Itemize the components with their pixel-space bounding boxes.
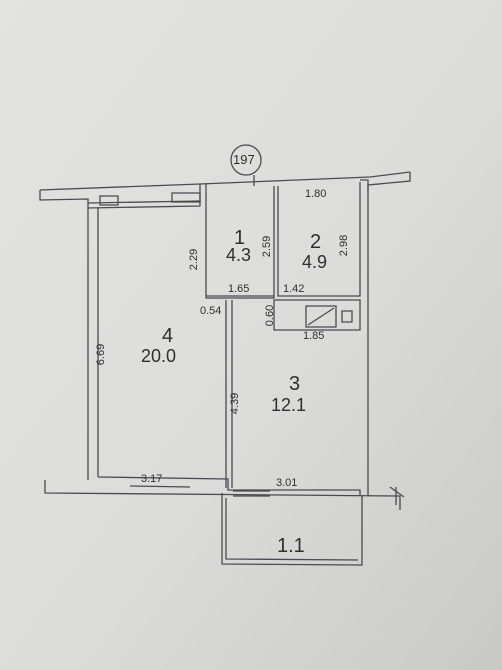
dimension-1-80: 1.80: [305, 188, 327, 200]
room-1-walls: [205, 184, 275, 299]
room-1-number: 1: [234, 227, 246, 249]
partition-left: [225, 300, 233, 488]
outer-wall-top: [39, 171, 411, 191]
bath-fixture: [305, 305, 337, 328]
window-center-top: [171, 192, 201, 203]
top-window-lines: [87, 200, 201, 204]
axis-tick: [389, 486, 405, 505]
room-3-number: 3: [289, 373, 301, 395]
axis-marker-label: 197: [233, 152, 255, 167]
dimension-2-29: 2.29: [188, 248, 201, 271]
room-4-number: 4: [162, 325, 174, 347]
small-fixture: [341, 310, 353, 323]
room-2-walls: [277, 182, 361, 297]
dimension-3-01: 3.01: [276, 477, 298, 489]
bath-fixture-diagonal: [307, 307, 335, 326]
partition-right: [360, 179, 369, 496]
balcony-area: 1.1: [277, 535, 305, 557]
room-1-area: 4.3: [226, 245, 252, 265]
balcony-outline: [221, 493, 363, 566]
bottom-window-left: [129, 485, 191, 488]
dimension-1-85: 1.85: [303, 330, 325, 342]
dimension-6-69: 6.69: [95, 343, 108, 366]
balcony-inner: [225, 498, 359, 561]
window-left-top: [99, 195, 119, 206]
dimension-2-98: 2.98: [338, 234, 351, 257]
room-3-area: 12.1: [271, 395, 307, 415]
dimension-2-59: 2.59: [261, 235, 274, 258]
dimension-0-60: 0.60: [264, 304, 277, 327]
room-2-area: 4.9: [302, 252, 328, 272]
dimension-3-17: 3.17: [141, 473, 163, 485]
dimension-1-65: 1.65: [228, 283, 250, 295]
room-4-area: 20.0: [141, 346, 177, 366]
marker-circle: [230, 144, 262, 176]
dimension-1-42: 1.42: [283, 283, 305, 295]
outer-wall-bottom-inner: [97, 476, 361, 496]
room-2-number: 2: [310, 231, 322, 253]
dimension-0-54: 0.54: [200, 305, 222, 317]
partition-bath: [273, 299, 361, 331]
dimension-4-39: 4.39: [229, 392, 242, 415]
bottom-window-right: [233, 490, 270, 497]
